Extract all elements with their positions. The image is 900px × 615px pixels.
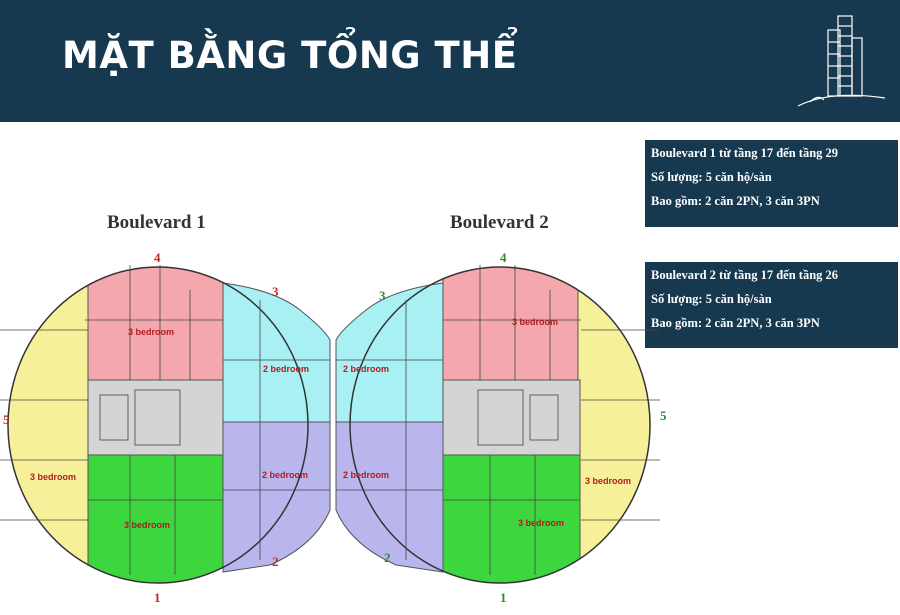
unit-5-number: 5 bbox=[3, 412, 10, 427]
unit-5-area bbox=[8, 267, 89, 583]
unit-2-label: 2 bedroom bbox=[343, 470, 389, 480]
unit-3-area bbox=[222, 282, 331, 423]
info-line-types: Bao gồm: 2 căn 2PN, 3 căn 3PN bbox=[651, 316, 820, 330]
unit-2-number: 2 bbox=[384, 550, 391, 565]
plan-boulevard-2: 3 bedroom 2 bedroom 3 bedroom 3 bedroom … bbox=[335, 250, 667, 605]
unit-3-label: 2 bedroom bbox=[263, 364, 309, 374]
unit-5-label: 3 bedroom bbox=[30, 472, 76, 482]
unit-3-label: 2 bedroom bbox=[343, 364, 389, 374]
unit-2-area bbox=[335, 421, 444, 573]
info-line-count: Số lượng: 5 căn hộ/sàn bbox=[651, 170, 772, 184]
unit-5-number: 5 bbox=[660, 408, 667, 423]
unit-1-label: 3 bedroom bbox=[518, 518, 564, 528]
info-box-boulevard-1: Boulevard 1 từ tầng 17 đến tầng 29 Số lư… bbox=[645, 140, 898, 227]
unit-3-number: 3 bbox=[379, 288, 386, 303]
building-logo-icon bbox=[797, 15, 886, 107]
info-box-boulevard-2: Boulevard 2 từ tầng 17 đến tầng 26 Số lư… bbox=[645, 262, 898, 348]
unit-3-number: 3 bbox=[272, 284, 279, 299]
unit-4-number: 4 bbox=[500, 250, 507, 265]
unit-1-number: 1 bbox=[154, 590, 161, 605]
info-line-types: Bao gồm: 2 căn 2PN, 3 căn 3PN bbox=[651, 194, 820, 208]
unit-4-area bbox=[84, 267, 224, 381]
info-line-count: Số lượng: 5 căn hộ/sàn bbox=[651, 292, 772, 306]
unit-2-number: 2 bbox=[272, 554, 279, 569]
plan-boulevard-1: 3 bedroom 2 bedroom 3 bedroom 3 bedroom … bbox=[0, 250, 331, 605]
unit-5-label: 3 bedroom bbox=[585, 476, 631, 486]
unit-2-label: 2 bedroom bbox=[262, 470, 308, 480]
unit-1-area bbox=[442, 454, 581, 583]
unit-4-number: 4 bbox=[154, 250, 161, 265]
info-line-floors: Boulevard 1 từ tầng 17 đến tầng 29 bbox=[651, 146, 839, 160]
unit-1-area bbox=[87, 454, 224, 583]
unit-5-area bbox=[577, 267, 650, 583]
unit-2-area bbox=[222, 421, 331, 573]
unit-4-label: 3 bedroom bbox=[512, 317, 558, 327]
info-line-floors: Boulevard 2 từ tầng 17 đến tầng 26 bbox=[651, 268, 839, 282]
unit-3-area bbox=[335, 282, 444, 423]
header-banner: MẶT BẰNG TỔNG THỂ bbox=[0, 0, 900, 122]
unit-1-label: 3 bedroom bbox=[124, 520, 170, 530]
page-title: MẶT BẰNG TỔNG THỂ bbox=[62, 34, 518, 77]
unit-1-number: 1 bbox=[500, 590, 507, 605]
plan-title-boulevard-2: Boulevard 2 bbox=[450, 212, 549, 233]
unit-4-label: 3 bedroom bbox=[128, 327, 174, 337]
plan-title-boulevard-1: Boulevard 1 bbox=[107, 212, 206, 233]
